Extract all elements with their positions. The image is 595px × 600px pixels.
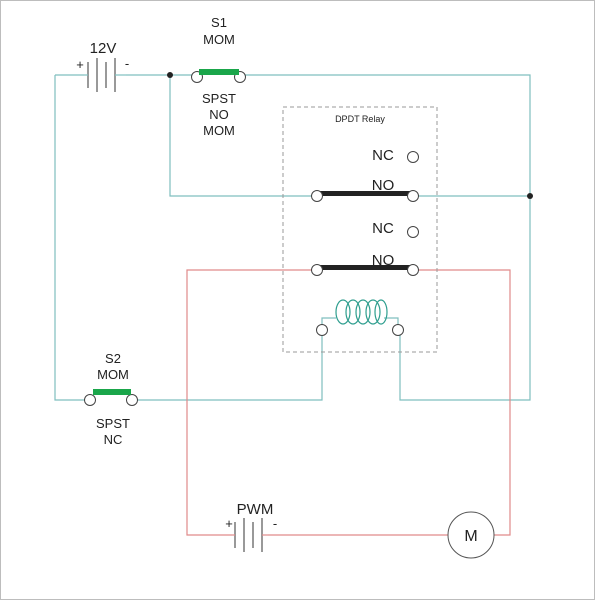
s1-type: MOM: [203, 32, 235, 47]
relay-nc2-label: NC: [372, 220, 394, 237]
junction-dot-right: [527, 193, 533, 199]
junction-dot-top: [167, 72, 173, 78]
relay-no1-label: NO: [372, 177, 395, 194]
s2-actuator-bar: [93, 389, 131, 395]
relay-nc2-terminal: [407, 226, 419, 238]
control-wires: [54, 74, 531, 401]
motor-icon: [447, 511, 495, 559]
motor-label: M: [464, 528, 477, 545]
wire-s2-to-coil: [132, 330, 323, 401]
relay-housing: [282, 106, 438, 353]
pwm-minus-sign: -: [273, 516, 277, 531]
battery-12v: 12V + -: [76, 40, 129, 92]
wire-no2-to-motor: [416, 269, 511, 536]
s1-desc-line3: MOM: [203, 123, 235, 138]
pwm-label: PWM: [237, 501, 274, 518]
switch-s2: S2 MOM SPST NC: [84, 351, 138, 447]
s2-desc-line1: SPST: [96, 416, 130, 431]
battery-label: 12V: [90, 40, 117, 57]
power-wires: [186, 269, 511, 536]
relay-title: DPDT Relay: [335, 114, 385, 124]
s1-actuator-bar: [199, 69, 239, 75]
wire-no2-to-pwm: [186, 269, 317, 536]
relay-contact-bar-2: [320, 265, 411, 270]
relay-coil-icon: [335, 299, 388, 325]
relay-contact-bar-1: [320, 191, 411, 196]
relay-coil-terminal-right: [392, 324, 404, 336]
wire-junction-to-no1: [169, 75, 317, 197]
s2-name: S2: [105, 351, 121, 366]
dpdt-relay: DPDT Relay NC NO NC NO: [282, 106, 438, 353]
s2-desc-line2: NC: [104, 432, 123, 447]
battery-minus-sign: -: [125, 56, 129, 71]
s1-desc-line1: SPST: [202, 91, 236, 106]
pwm-supply: PWM + -: [225, 501, 277, 552]
s1-name: S1: [211, 15, 227, 30]
pwm-plus-sign: +: [225, 516, 233, 531]
s2-terminal-left: [84, 394, 96, 406]
switch-s1: S1 MOM SPST NO MOM: [191, 15, 246, 138]
relay-no1-terminal: [407, 190, 419, 202]
battery-plus-sign: +: [76, 57, 84, 72]
relay-com1-terminal: [311, 190, 323, 202]
relay-no2-terminal: [407, 264, 419, 276]
relay-nc1-label: NC: [372, 147, 394, 164]
relay-nc1-terminal: [407, 151, 419, 163]
s1-desc-line2: NO: [209, 107, 229, 122]
wire-right-rail: [240, 74, 531, 401]
s2-type: MOM: [97, 367, 129, 382]
relay-coil-terminal-left: [316, 324, 328, 336]
motor: M: [447, 511, 495, 559]
s2-terminal-right: [126, 394, 138, 406]
wire-left-rail: [54, 75, 90, 401]
relay-com2-terminal: [311, 264, 323, 276]
relay-no2-label: NO: [372, 252, 395, 269]
